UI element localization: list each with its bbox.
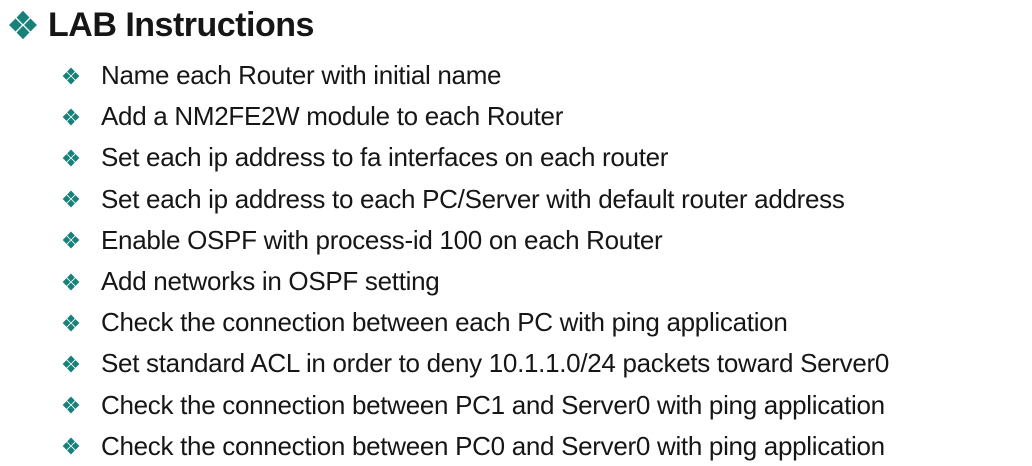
list-item: Set each ip address to fa interfaces on … [8,137,1032,178]
list-item: Set each ip address to each PC/Server wi… [8,179,1032,220]
four-diamond-bullet-icon [62,149,80,167]
list-item: Add networks in OSPF setting [8,261,1032,302]
list-item: Enable OSPF with process-id 100 on each … [8,220,1032,261]
list-item: Set standard ACL in order to deny 10.1.1… [8,343,1032,384]
four-diamond-bullet-icon [62,67,80,85]
four-diamond-bullet-icon [62,108,80,126]
four-diamond-bullet-icon [62,437,80,455]
four-diamond-bullet-icon [8,10,38,40]
list-item: Name each Router with initial name [8,55,1032,96]
list-item-text: Add a NM2FE2W module to each Router [101,101,564,132]
four-diamond-bullet-icon [62,355,80,373]
list-item-text: Enable OSPF with process-id 100 on each … [101,224,663,255]
slide-title-row: LAB Instructions [8,2,1032,48]
list-item: Add a NM2FE2W module to each Router [8,96,1032,137]
list-item-text: Set each ip address to fa interfaces on … [101,142,669,173]
instruction-list: Name each Router with initial name Add a… [8,55,1032,466]
four-diamond-bullet-icon [62,190,80,208]
list-item-text: Check the connection between each PC wit… [101,307,788,338]
list-item-text: Set each ip address to each PC/Server wi… [101,183,845,214]
four-diamond-bullet-icon [62,231,80,249]
list-item-text: Set standard ACL in order to deny 10.1.1… [101,348,890,379]
four-diamond-bullet-icon [62,272,80,291]
page-title: LAB Instructions [48,5,314,44]
four-diamond-bullet-icon [62,396,80,414]
list-item-text: Name each Router with initial name [101,60,502,91]
list-item: Check the connection between PC0 and Ser… [8,426,1032,466]
list-item-text: Check the connection between PC1 and Ser… [101,389,885,420]
list-item-text: Check the connection between PC0 and Ser… [101,430,885,461]
list-item: Check the connection between PC1 and Ser… [8,385,1032,426]
list-item: Check the connection between each PC wit… [8,302,1032,343]
list-item-text: Add networks in OSPF setting [101,266,440,297]
four-diamond-bullet-icon [62,314,80,332]
